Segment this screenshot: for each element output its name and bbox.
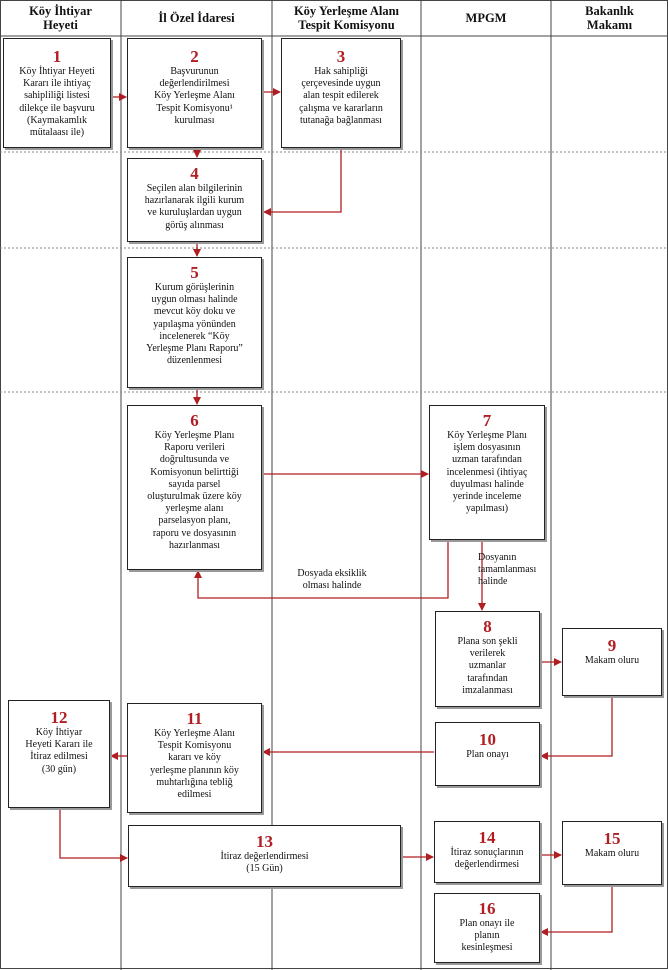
step-16-box: 16 Plan onayı ile planın kesinleşmesi [434,893,540,963]
step-14-box: 14 İtiraz sonuçlarının değerlendirmesi [434,821,540,883]
step-9-number: 9 [607,636,617,655]
step-3-text: Hak sahipliği çerçevesinde uygun alan te… [299,66,383,126]
step-12-box: 12 Köy İhtiyar Heyeti Kararı ile İtiraz … [8,700,110,808]
step-16-number: 16 [478,899,496,918]
step-9-box: 9 Makam oluru [562,628,662,696]
step-4-text: Seçilen alan bilgilerinin hazırlanarak i… [144,183,245,231]
step-1-text: Köy İhtiyar Heyeti Kararı ile ihtiyaç sa… [19,66,95,139]
step-6-number: 6 [190,411,199,430]
step-3-number: 3 [336,47,346,66]
step-2-number: 2 [190,47,199,66]
step-12-text: Köy İhtiyar Heyeti Kararı ile İtiraz edi… [25,727,93,775]
step-11-box: 11 Köy Yerleşme Alanı Tespit Komisyonu k… [127,703,262,813]
step-12-number: 12 [50,708,68,727]
label-dosyada-eksiklik: Dosyada eksiklik olması halinde [297,568,367,591]
step-15-text: Makam oluru [584,848,640,859]
step-6-box: 6 Köy Yerleşme Planı Raporu verileri doğ… [127,405,262,570]
step-1-box: 1 Köy İhtiyar Heyeti Kararı ile ihtiyaç … [3,38,111,148]
column-header-tespit-komisyonu: Köy Yerleşme Alanı Tespit Komisyonu [293,4,400,32]
step-8-box: 8 Plana son şekli verilerek uzmanlar tar… [435,611,540,707]
step-4-box: 4 Seçilen alan bilgilerinin hazırlanarak… [127,158,262,242]
arrow-9-to-10 [540,696,613,760]
step-10-box: 10 Plan onayı [435,722,540,786]
step-5-text: Kurum görüşlerinin uygun olması halinde … [146,282,243,367]
step-4-number: 4 [190,164,199,183]
step-7-number: 7 [482,411,492,430]
column-header-il-ozel-idaresi: İl Özel İdaresi [158,11,235,25]
arrow-7-to-6-return [194,540,449,599]
step-14-text: İtiraz sonuçlarının değerlendirmesi [450,847,524,871]
step-13-number: 13 [256,832,273,851]
step-14-number: 14 [478,828,496,847]
column-header-koy-ihtiyar-heyeti: Köy İhtiyar Heyeti [29,4,92,32]
step-13-box: 13 İtiraz değerlendirmesi (15 Gün) [128,825,401,887]
step-5-number: 5 [190,263,199,282]
step-11-number: 11 [186,709,203,728]
step-3-box: 3 Hak sahipliği çerçevesinde uygun alan … [281,38,401,148]
step-8-number: 8 [483,617,492,636]
step-15-number: 15 [603,829,621,848]
step-10-text: Plan onayı [466,749,509,760]
column-header-mpgm: MPGM [465,11,507,25]
step-13-text: İtiraz değerlendirmesi (15 Gün) [220,851,309,875]
step-15-box: 15 Makam oluru [562,821,662,885]
step-2-text: Başvurunun değerlendirilmesi Köy Yerleşm… [154,66,235,126]
step-16-text: Plan onayı ile planın kesinleşmesi [459,918,515,954]
arrow-15-to-16 [540,886,613,936]
step-6-text: Köy Yerleşme Planı Raporu verileri doğru… [147,430,242,551]
step-11-text: Köy Yerleşme Alanı Tespit Komisyonu kara… [150,728,239,801]
step-2-box: 2 Başvurunun değerlendirilmesi Köy Yerle… [127,38,262,148]
step-5-box: 5 Kurum görüşlerinin uygun olması halind… [127,257,262,388]
arrow-12-to-13 [59,808,128,862]
step-8-text: Plana son şekli verilerek uzmanlar taraf… [457,636,518,696]
label-dosyanin-tamamlanmasi: Dosyanın tamamlanması halinde [478,552,537,587]
step-9-text: Makam oluru [584,655,640,666]
step-7-box: 7 Köy Yerleşme Planı işlem dosyasının uz… [429,405,545,540]
step-7-text: Köy Yerleşme Planı işlem dosyasının uzma… [446,430,528,515]
arrow-3-to-4 [263,148,342,216]
step-1-number: 1 [52,47,62,66]
step-10-number: 10 [479,730,496,749]
column-header-bakanlik-makami: Bakanlık Makamı [585,4,634,32]
